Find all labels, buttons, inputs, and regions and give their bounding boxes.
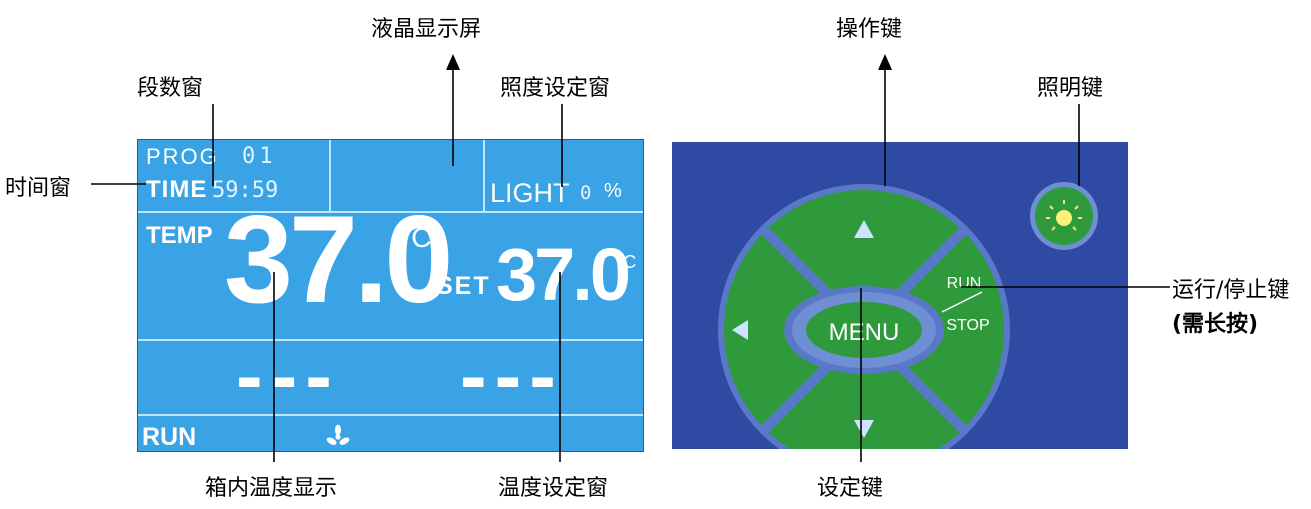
keypad-panel: MENU RUN STOP [672,142,1128,449]
arrow-icon [446,54,460,70]
prog-label: PROG [146,144,219,169]
run-indicator: RUN [142,423,197,451]
light-value: 0 [580,182,592,204]
light-label: LIGHT [490,178,570,208]
arrow-icon [878,54,892,70]
dash-right: --- [460,331,564,420]
divider [138,339,643,341]
divider [483,140,485,211]
left-arrow-icon[interactable] [732,320,748,340]
label-temp-set-window: 温度设定窗 [498,476,609,501]
label-operation-keys: 操作键 [836,17,903,42]
label-illuminance-window: 照度设定窗 [500,76,611,101]
label-time-window: 时间窗 [5,176,72,201]
up-arrow-icon[interactable] [854,220,874,238]
fan-icon [326,424,350,445]
label-run-stop-key: 运行/停止键 [1172,278,1290,303]
menu-button[interactable] [806,302,922,358]
label-lcd-screen: 液晶显示屏 [371,17,482,42]
divider [138,414,643,416]
stop-label[interactable]: STOP [946,317,989,334]
temp-unit: °C [400,222,432,253]
temp-label: TEMP [146,222,213,249]
divider [138,211,643,213]
light-unit: % [604,180,622,202]
menu-label: MENU [829,319,900,346]
set-unit: °C [616,252,637,272]
down-arrow-icon[interactable] [854,420,874,438]
run-label[interactable]: RUN [947,275,982,292]
lcd-display: PROG 01 TIME 59:59 LIGHT 0 % TEMP 37.0 °… [137,139,644,452]
label-segment-window: 段数窗 [137,76,204,101]
time-label: TIME [146,176,208,203]
set-label: SET [436,272,491,300]
set-value: 37.0 [496,233,631,316]
prog-value: 01 [242,144,277,169]
divider [329,140,331,211]
time-value: 59:59 [212,178,279,203]
label-light-key: 照明键 [1037,76,1104,101]
dash-left: --- [236,331,340,420]
label-set-key: 设定键 [817,476,884,501]
temp-value: 37.0 [224,191,453,329]
sun-icon [1046,200,1082,231]
label-cabinet-temp: 箱内温度显示 [205,476,338,501]
label-long-press: (需长按) [1172,312,1259,337]
